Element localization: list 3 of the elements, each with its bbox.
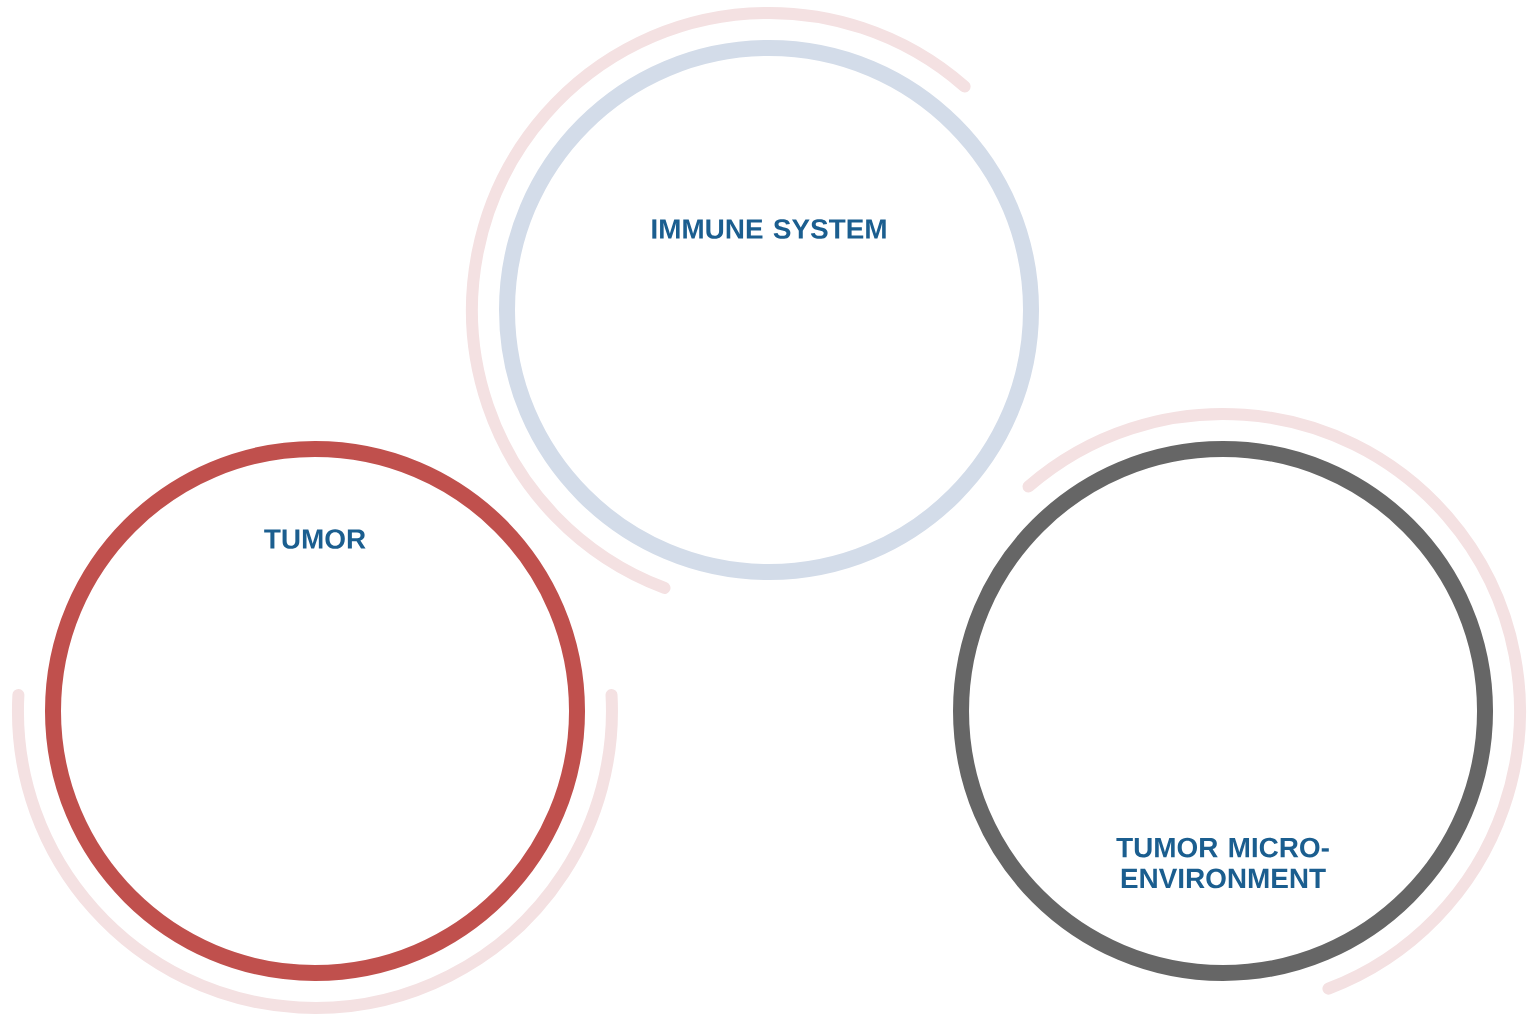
circle-node: TUMOR <box>45 441 585 981</box>
circle-node: IMMUNE SYSTEM <box>499 40 1039 580</box>
circle-node: TUMOR MICRO- ENVIRONMENT <box>953 441 1493 981</box>
